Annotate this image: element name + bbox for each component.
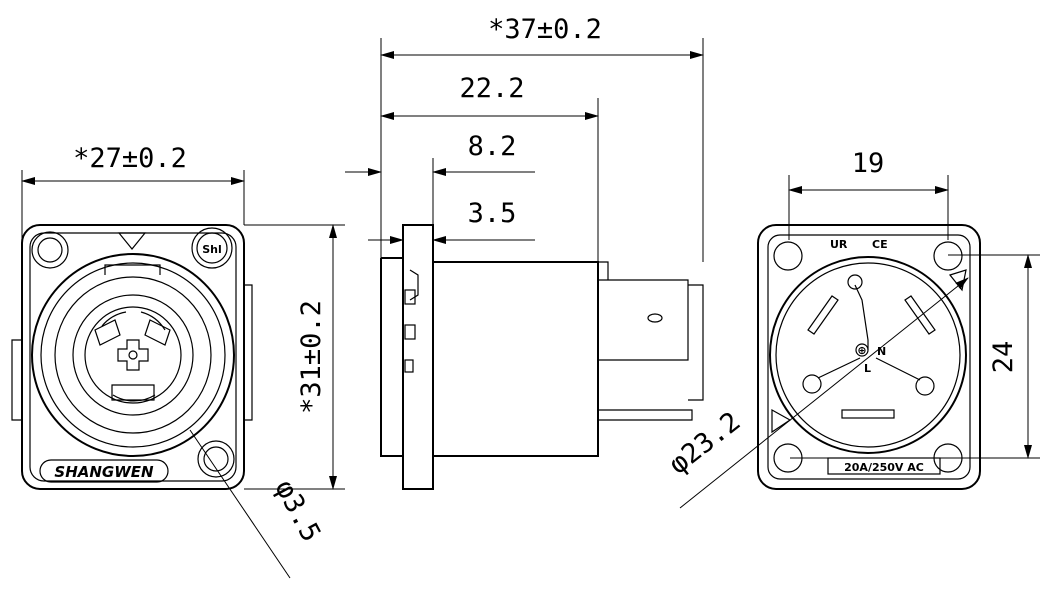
diameter-dimension: φ23.2: [663, 406, 746, 480]
center-cross-pin: [117, 339, 149, 371]
front-width-dimension: *27±0.2: [73, 143, 187, 174]
brand-name: SHANGWEN: [54, 463, 154, 481]
hole-diameter-dimension: φ3.5: [269, 475, 327, 547]
thickness-dimension: 3.5: [468, 198, 517, 229]
side-view: *37±0.2 22.2 8.2 3.5: [345, 14, 704, 490]
hole-leader-line: [189, 429, 291, 579]
total-length-dimension: *37±0.2: [488, 14, 602, 45]
ground-symbol: ⊕: [857, 344, 866, 357]
ce-mark: CE: [872, 238, 888, 251]
rear-hole-bottom-left: [773, 443, 803, 473]
hole-spacing-dimension: 19: [852, 148, 885, 179]
terminal-l-label: L: [864, 362, 871, 375]
vertical-hole-dimension: 24: [988, 341, 1019, 374]
flange-dimension: 8.2: [468, 131, 517, 162]
mount-hole-bottom-right: [197, 440, 235, 478]
triangle-down-icon: [117, 232, 147, 250]
logo-mark-text: Shl: [202, 243, 222, 256]
front-socket-ring: [31, 253, 235, 457]
rear-plate: [757, 224, 981, 490]
ur-mark: UR: [830, 238, 848, 251]
rating-label: 20A/250V AC: [844, 461, 924, 474]
diameter-leader-line: [679, 277, 969, 509]
length-dimension: 22.2: [459, 73, 524, 104]
brand-badge: [39, 459, 169, 483]
side-front-ring: [380, 257, 403, 457]
side-flange: [402, 224, 434, 490]
side-body: [432, 261, 599, 457]
brand-logo-mark: [191, 227, 233, 269]
front-view: *27±0.2 Shl: [11, 143, 345, 579]
mount-hole-top-left: [31, 231, 69, 269]
rear-socket-circle: [769, 256, 967, 454]
front-plate: [21, 224, 245, 490]
terminal-n-label: N: [877, 345, 886, 358]
rear-hole-top-right: [933, 241, 963, 271]
front-height-dimension: *31±0.2: [296, 300, 327, 414]
rear-view: 19 24 ⊕ N L UR CE 20: [663, 148, 1040, 509]
